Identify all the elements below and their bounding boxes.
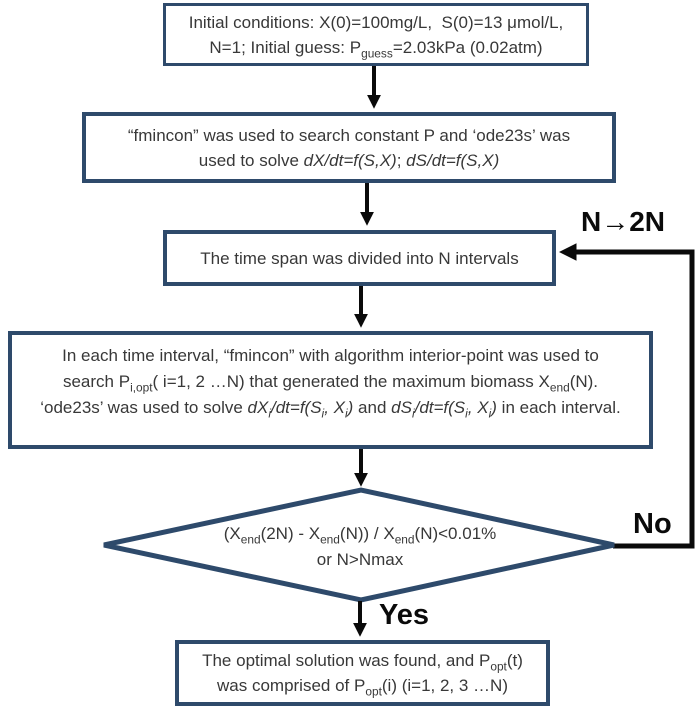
no-branch-label: No xyxy=(633,508,672,540)
node-text-line: used to solve dX/dt=f(S,X); dS/dt=f(S,X) xyxy=(198,150,500,170)
node-text-line: The optimal solution was found, and Popt… xyxy=(202,651,523,674)
node-text-line: The time span was divided into N interva… xyxy=(200,248,519,268)
loopback-arrow xyxy=(559,243,695,549)
node-text-line: or N>Nmax xyxy=(316,550,404,569)
loop-label-n-to-2n: N→2N xyxy=(581,206,666,237)
node-text-line: Initial conditions: X(0)=100mg/L, S(0)=1… xyxy=(188,12,564,32)
node-text-line: In each time interval, “fmincon” with al… xyxy=(62,346,599,365)
node-initial-conditions: Initial conditions: X(0)=100mg/L, S(0)=1… xyxy=(163,3,589,66)
node-text-line: was comprised of Popt(i) (i=1, 2, 3 …N) xyxy=(217,676,508,699)
yes-branch-label: Yes xyxy=(379,599,429,631)
node-interval-optimization: In each time interval, “fmincon” with al… xyxy=(8,331,653,449)
node-timespan-divided: The time span was divided into N interva… xyxy=(163,230,556,286)
node-text-line: “fmincon” was used to search constant P … xyxy=(127,125,571,145)
decision-diamond xyxy=(103,487,615,603)
node-text-line: ‘ode23s’ was used to solve dXi/dt=f(Si, … xyxy=(40,398,621,421)
node-text-line: search Pi,opt( i=1, 2 …N) that generated… xyxy=(62,372,599,395)
node-text-line: N=1; Initial guess: Pguess=2.03kPa (0.02… xyxy=(209,37,543,60)
node-convergence-decision: (Xend(2N) - Xend(N)) / Xend(N)<0.01% or … xyxy=(130,511,590,583)
node-optimal-solution: The optimal solution was found, and Popt… xyxy=(175,640,550,706)
node-text-line: (Xend(2N) - Xend(N)) / Xend(N)<0.01% xyxy=(223,524,497,547)
node-fmincon-constant-p: “fmincon” was used to search constant P … xyxy=(82,112,616,183)
